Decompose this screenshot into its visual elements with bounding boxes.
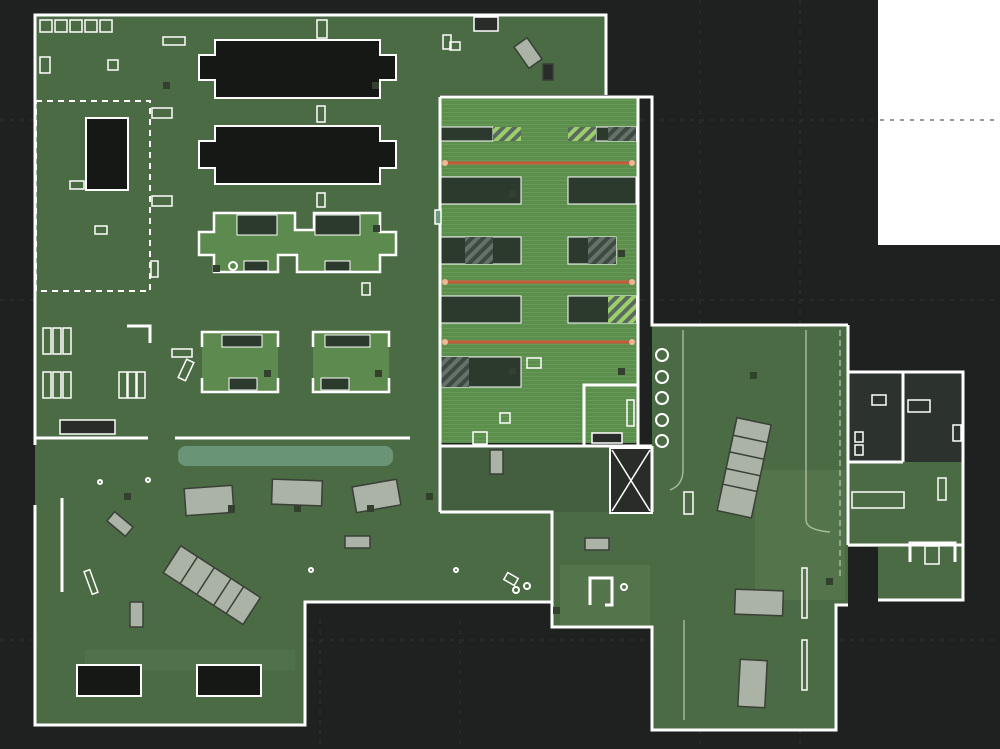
truck-icon: [733, 588, 785, 617]
props: [39, 16, 962, 691]
conveyor-rails: [445, 161, 632, 344]
truck-icon: [183, 484, 235, 517]
east-office: [848, 372, 963, 547]
forklift-icon: [105, 510, 135, 538]
production-hall-wall: [440, 95, 848, 327]
vehicles: [105, 36, 785, 709]
hazard-stripe-icon: [493, 127, 521, 141]
planter-pool: [178, 446, 393, 466]
production-hall-floor: [440, 97, 638, 443]
workstation: [440, 176, 522, 205]
storage-unit-middle: [198, 125, 397, 185]
container-south: [196, 664, 262, 697]
walls: [33, 13, 965, 732]
floor-markers: [124, 82, 833, 614]
workstation: [440, 295, 522, 324]
truck-icon: [716, 416, 773, 519]
hazard-stripe-icon: [441, 357, 469, 387]
forklift-icon: [129, 601, 144, 628]
truck-icon: [270, 478, 324, 507]
truck-icon: [737, 658, 769, 709]
truck-icon: [162, 544, 262, 626]
fenced-zone: [35, 100, 151, 292]
rail-endpoints: [442, 160, 635, 345]
east-office-floor: [848, 372, 963, 464]
void-corner: [878, 0, 1000, 245]
hazard-zones: [441, 127, 636, 387]
outer-wall-north: [33, 13, 608, 445]
forklift-icon: [584, 537, 610, 551]
forklift-icon: [489, 449, 504, 475]
hazard-stripe-icon: [568, 127, 596, 141]
elevator-cross: [611, 449, 651, 512]
workstation: [440, 126, 494, 142]
circle-marker-icon: [97, 261, 669, 594]
hazard-stripe-icon: [608, 296, 636, 323]
hazard-stripe-icon: [465, 237, 493, 264]
outer-wall-yard: [33, 505, 552, 727]
road-markings: [669, 330, 841, 720]
inner-room-walls: [200, 330, 391, 394]
hazard-stripe-icon: [608, 127, 636, 141]
truck-icon: [351, 478, 402, 514]
forklift-icon: [542, 63, 554, 81]
hazard-stripe-icon: [588, 237, 616, 264]
forklift-icon: [344, 535, 371, 549]
office-block-dark: [85, 117, 129, 191]
yard-lighter-patch: [560, 565, 650, 625]
container-southwest: [76, 664, 142, 697]
storage-unit-north: [198, 39, 397, 99]
east-office-lower: [848, 462, 963, 547]
forklift-icon: [512, 36, 544, 70]
workstation: [567, 176, 637, 205]
room-fixtures: [221, 214, 371, 391]
